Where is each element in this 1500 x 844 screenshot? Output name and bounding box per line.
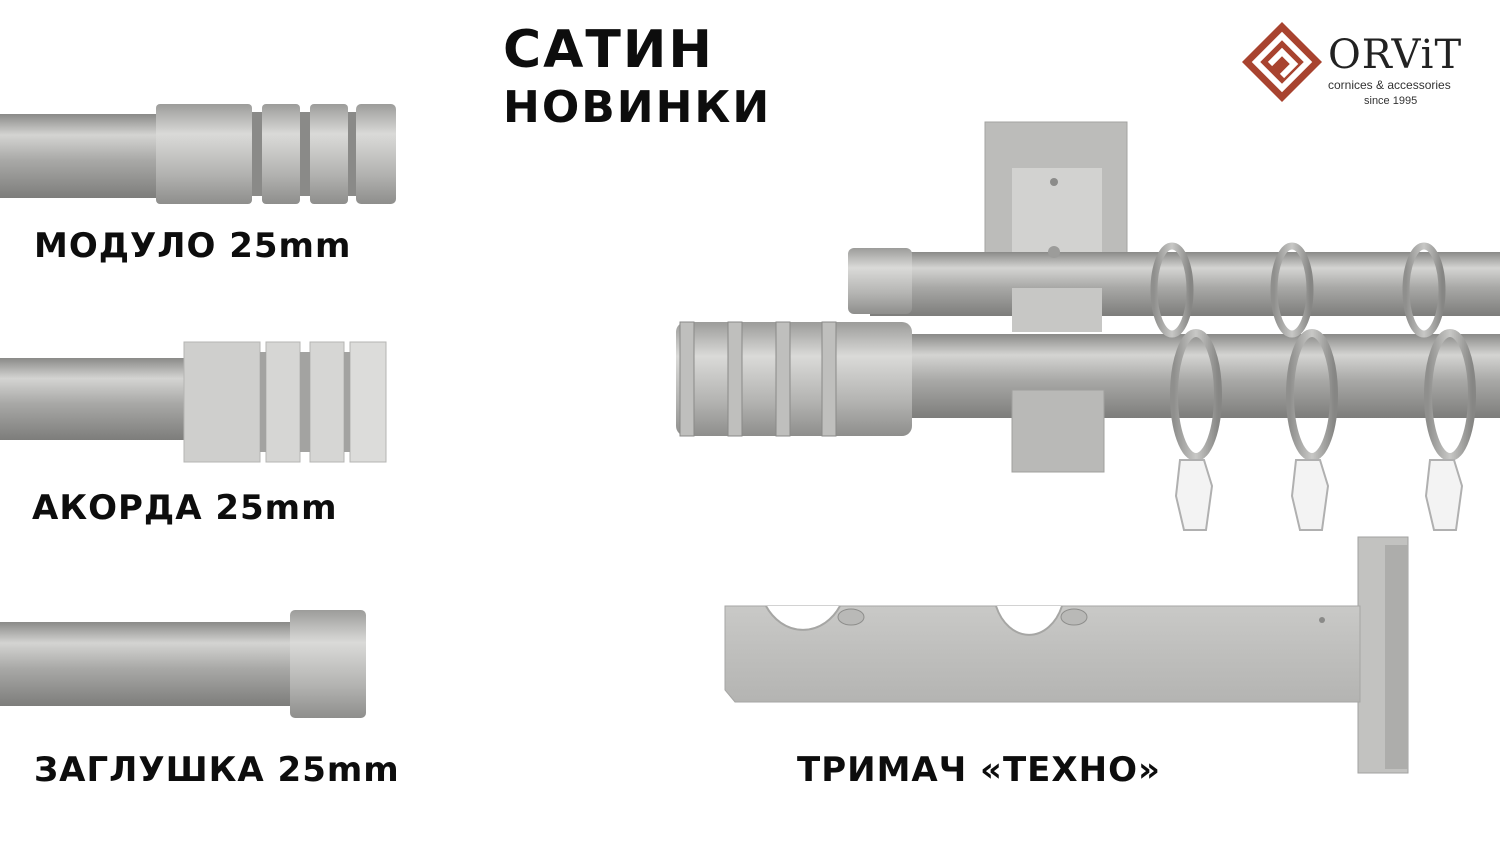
orvit-diamond-icon [1242, 22, 1322, 102]
techno-bracket-image [724, 536, 1409, 774]
logo-tagline: cornices & accessories [1328, 78, 1451, 92]
headline-satin: САТИН [503, 20, 714, 80]
product-label-zaglushka: ЗАГЛУШКА 25mm [34, 750, 400, 790]
double-rod-assembly-image [676, 121, 1500, 531]
modulo-finial-image [0, 104, 396, 204]
headline-novinky: НОВИНКИ [503, 82, 772, 133]
logo-since: since 1995 [1364, 95, 1418, 107]
product-label-akorda: АКОРДА 25mm [32, 488, 338, 528]
orvit-logo: ORViT cornices & accessories since 1995 [1240, 18, 1490, 110]
product-label-trymach-techno: ТРИМАЧ «ТЕХНО» [797, 750, 1161, 790]
product-label-modulo: МОДУЛО 25mm [34, 226, 352, 266]
zaglushka-cap-image [0, 610, 366, 718]
logo-brand: ORViT [1328, 32, 1463, 78]
akorda-finial-image [0, 341, 387, 463]
